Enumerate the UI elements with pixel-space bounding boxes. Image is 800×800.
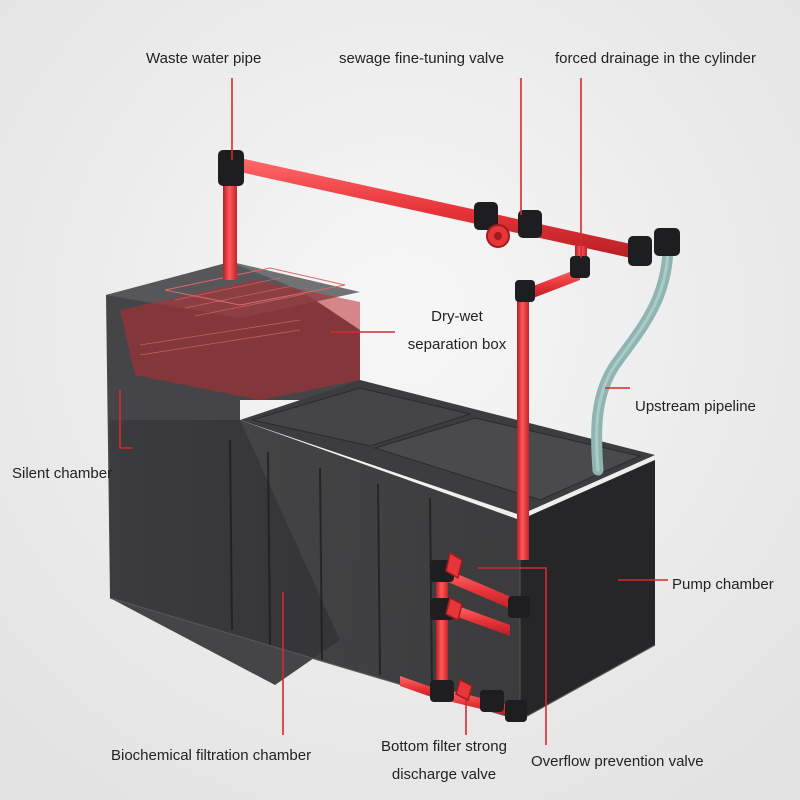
manifold-fitting bbox=[430, 680, 454, 702]
label-bottom-filter-valve: Bottom filter strong discharge valve bbox=[366, 736, 522, 786]
baffle bbox=[377, 483, 381, 676]
bottom-valve-handles bbox=[445, 551, 473, 702]
label-sewage-fine-tuning-valve: sewage fine-tuning valve bbox=[339, 50, 505, 67]
label-silent-chamber: Silent chamber bbox=[12, 465, 113, 482]
sewage-fine-tuning-valve-handle bbox=[486, 224, 510, 248]
hose-connector bbox=[654, 228, 680, 256]
elbow-fitting bbox=[570, 256, 590, 278]
manifold-run-3 bbox=[455, 605, 510, 636]
tank-right-face bbox=[520, 460, 655, 720]
valve-handle bbox=[455, 678, 473, 702]
manifold-fitting bbox=[508, 596, 530, 618]
valve-handle bbox=[445, 596, 463, 622]
dry-wet-separation-box bbox=[120, 267, 360, 400]
baffle bbox=[319, 467, 323, 661]
label-overflow-prevention-valve: Overflow prevention valve bbox=[531, 753, 704, 770]
label-dry-wet-line1: Dry-wet bbox=[431, 308, 483, 325]
valve-handle bbox=[445, 551, 463, 580]
label-bottom-filter-line2: discharge valve bbox=[391, 766, 497, 783]
elbow-fitting bbox=[218, 150, 244, 186]
elbow-fitting bbox=[628, 236, 652, 266]
waste-water-pipe bbox=[223, 180, 237, 280]
tank-front bbox=[110, 420, 655, 720]
tee-fitting bbox=[474, 202, 498, 230]
tee-fitting bbox=[518, 210, 542, 238]
label-forced-drainage: forced drainage in the cylinder bbox=[555, 50, 756, 67]
bottom-manifold-left bbox=[436, 570, 448, 690]
tank-lid-right bbox=[373, 417, 642, 501]
label-upstream-pipeline: Upstream pipeline bbox=[635, 398, 756, 415]
label-dry-wet-line2: separation box bbox=[407, 336, 507, 353]
manifold-fitting bbox=[505, 700, 527, 722]
leader-silent-chamber bbox=[119, 390, 132, 449]
leader-overflow bbox=[478, 567, 547, 745]
baffle bbox=[229, 439, 233, 631]
drainage-riser bbox=[517, 290, 529, 560]
elbow-fitting bbox=[515, 280, 535, 302]
manifold-run-1 bbox=[448, 570, 518, 612]
baffle bbox=[429, 497, 433, 691]
tank-lid-left bbox=[251, 387, 472, 447]
label-biochemical-filtration-chamber: Biochemical filtration chamber bbox=[111, 747, 312, 764]
manifold-fitting bbox=[480, 690, 504, 712]
leader-lines bbox=[119, 78, 668, 745]
label-waste-water-pipe: Waste water pipe bbox=[146, 50, 262, 67]
baffle bbox=[267, 451, 271, 646]
label-bottom-filter-line1: Bottom filter strong bbox=[381, 738, 507, 755]
drainage-elbow-run bbox=[528, 268, 580, 300]
label-dry-wet-separation-box: Dry-wet separation box bbox=[398, 306, 516, 356]
label-pump-chamber: Pump chamber bbox=[672, 576, 774, 593]
pipe-fittings bbox=[218, 150, 680, 722]
